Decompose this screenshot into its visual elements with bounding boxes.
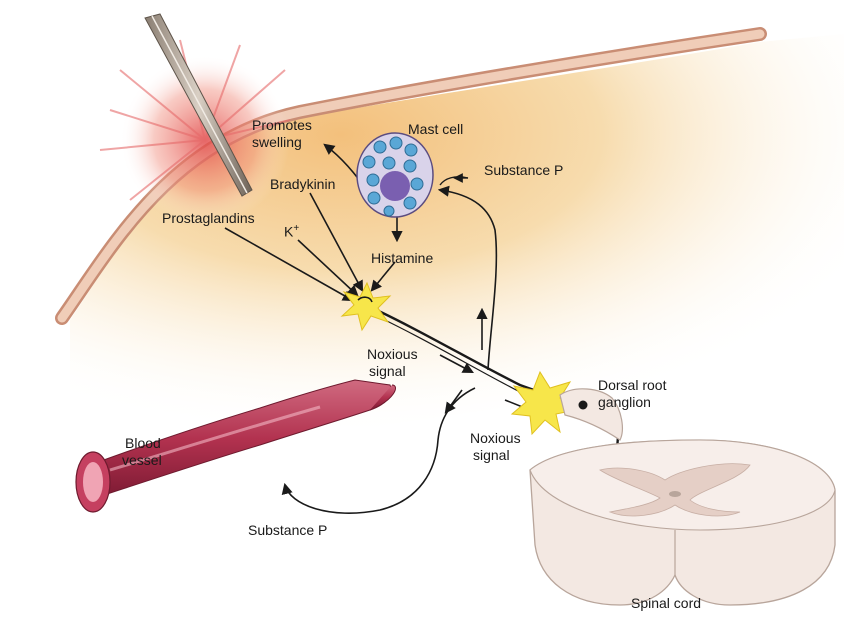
label-promotes-swelling-2: swelling	[252, 134, 302, 150]
nerve-ending-star	[340, 281, 392, 332]
k-plus-arrow	[297, 239, 359, 297]
mast-cell	[356, 132, 434, 218]
label-prostaglandins: Prostaglandins	[162, 210, 255, 226]
label-k-plus: K+	[284, 220, 299, 241]
ganglion-cell-body	[578, 400, 588, 410]
ganglion-signal-star	[510, 370, 578, 436]
spinal-cord	[529, 439, 836, 606]
gray-matter	[599, 463, 751, 517]
label-noxious-signal-right-1: Noxious	[470, 430, 521, 446]
label-noxious-signal-left-2: signal	[369, 363, 406, 379]
blood-vessel	[75, 379, 396, 513]
needle-icon	[144, 13, 253, 197]
prostaglandins-arrow	[224, 227, 354, 302]
label-blood-vessel-2: vessel	[122, 452, 162, 468]
label-mast-cell: Mast cell	[408, 121, 464, 137]
branch-to-vessel	[281, 387, 476, 514]
label-histamine: Histamine	[371, 250, 434, 266]
label-spinal-cord: Spinal cord	[631, 595, 702, 611]
label-dorsal-root-ganglion-2: ganglion	[598, 394, 651, 410]
label-dorsal-root-ganglion-1: Dorsal root	[598, 377, 667, 393]
label-substance-p-bottom: Substance P	[248, 522, 328, 538]
label-promotes-swelling-1: Promotes	[252, 117, 312, 133]
label-noxious-signal-right-2: signal	[473, 447, 510, 463]
label-bradykinin: Bradykinin	[270, 176, 336, 192]
label-blood-vessel-1: Blood	[125, 435, 161, 451]
label-noxious-signal-left-1: Noxious	[367, 346, 418, 362]
dorsal-root-ganglion	[559, 388, 623, 441]
histamine-arrow	[370, 261, 396, 292]
label-substance-p-top: Substance P	[484, 162, 564, 178]
k-plus-base: K	[284, 223, 294, 240]
k-plus-sup: +	[293, 223, 300, 234]
mast-cell-granules	[362, 136, 424, 217]
mast-cell-nucleus	[380, 171, 410, 201]
branch-to-mast-cell	[437, 185, 498, 371]
bradykinin-arrow	[309, 192, 364, 292]
